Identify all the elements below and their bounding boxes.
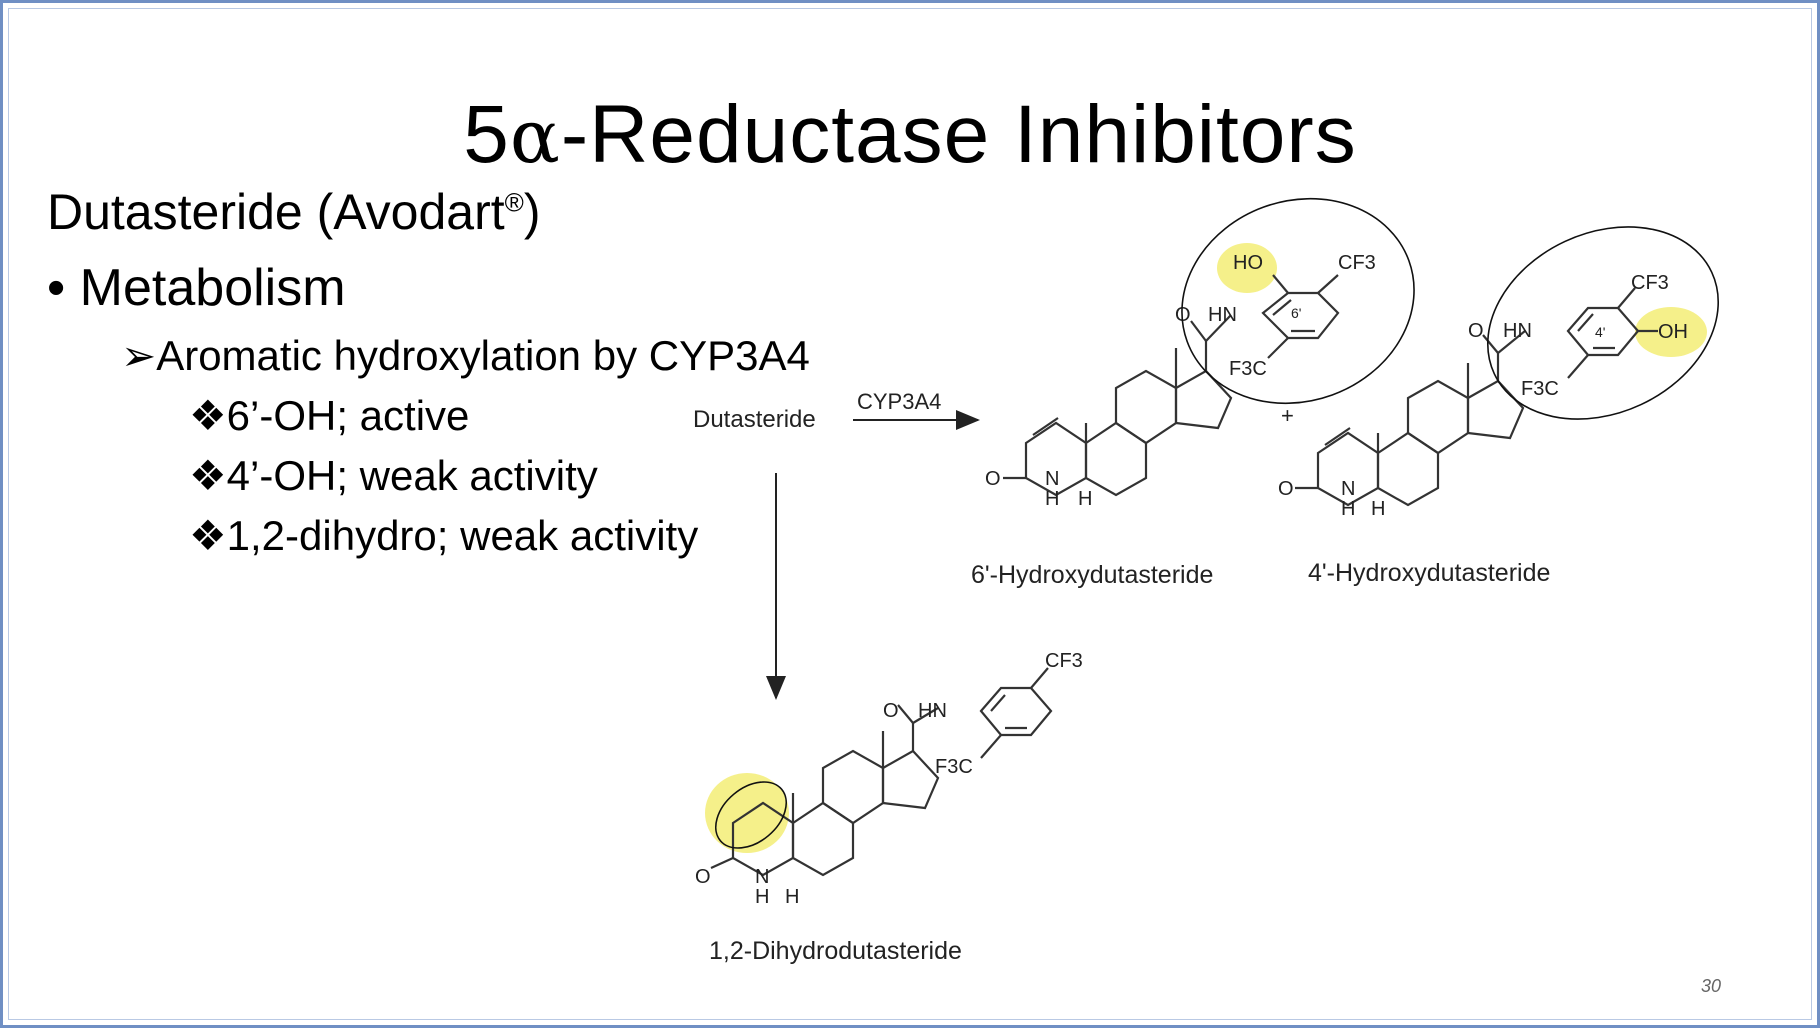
bullet-6oh-text: 6’-OH; active (226, 392, 470, 439)
bullet-dot: • (47, 259, 66, 317)
amide-nh (1205, 314, 1232, 342)
bullet-dihydro: ❖1,2-dihydro; weak activity (189, 511, 698, 560)
amide-co (1482, 334, 1499, 354)
bullet-diamond-marker: ❖ (189, 512, 227, 559)
atom-cf3: CF3 (1631, 272, 1669, 294)
highlight-oh (1635, 307, 1707, 357)
aryl-cf3-bond (1617, 287, 1636, 309)
atom-h-alpha: H (1078, 488, 1092, 510)
atom-hn: HN (1503, 320, 1532, 342)
aryl-double-1 (1272, 299, 1292, 316)
title-rest: -Reductase Inhibitors (560, 89, 1357, 180)
amide-nh (912, 707, 939, 724)
amide-co (897, 704, 914, 724)
slide-frame (8, 8, 1812, 1020)
compound-6-hydroxy-name: 6'-Hydroxydutasteride (971, 561, 1213, 589)
circle-6-hydroxy (1181, 197, 1415, 405)
bullet-4oh: ❖4’-OH; weak activity (189, 451, 598, 500)
highlight-group (705, 243, 1707, 853)
atom-o-amide: O (883, 700, 899, 722)
atom-o-amide: O (1468, 320, 1484, 342)
bullet-hydroxylation-text: Aromatic hydroxylation by CYP3A4 (156, 332, 810, 379)
double-bond-a (1324, 427, 1351, 446)
bullet-6oh: ❖6’-OH; active (189, 391, 469, 440)
atom-cf3: CF3 (1045, 650, 1083, 672)
drug-heading: Dutasteride (Avodart®) (47, 183, 540, 241)
circle-12-bond (714, 781, 788, 849)
metabolism-scheme: Dutasteride CYP3A4 + (693, 197, 1720, 965)
ring-b (1376, 431, 1440, 507)
labels-4-hydroxy: O N H H O HN CF3 OH F3C 4' (1278, 272, 1688, 520)
atom-n: N (1341, 478, 1355, 500)
bullet-metabolism: • Metabolism (47, 258, 346, 318)
atom-f3c: F3C (1521, 378, 1559, 400)
atom-h: H (1341, 498, 1355, 520)
atom-o: O (695, 866, 711, 888)
aryl-oh-bond (1272, 274, 1289, 294)
atom-f3c: F3C (1229, 358, 1267, 380)
atom-h-alpha: H (785, 886, 799, 908)
atom-ho: HO (1233, 252, 1263, 274)
registered-mark: ® (504, 187, 524, 218)
atom-n: N (755, 866, 769, 888)
drug-heading-text: Dutasteride (Avodart (47, 184, 505, 240)
compound-dihydro-name: 1,2-Dihydrodutasteride (709, 937, 962, 965)
amide-co (1190, 320, 1207, 342)
aryl-f3c-bond (980, 734, 1002, 759)
bullet-arrow-marker: ➢ (121, 332, 157, 379)
bullet-metabolism-text: Metabolism (79, 259, 346, 317)
circle-4-hydroxy (1486, 226, 1720, 420)
atom-h: H (755, 886, 769, 908)
structure-4-hydroxy (1295, 287, 1658, 507)
page-number: 30 (1700, 976, 1721, 996)
atom-h-alpha: H (1371, 498, 1385, 520)
title-prefix: 5 (463, 89, 510, 180)
bullet-diamond-marker: ❖ (189, 392, 227, 439)
slide-title: 5α-Reductase Inhibitors (3, 88, 1817, 182)
plus-sign: + (1281, 403, 1294, 428)
aryl-f3c-bond (1567, 354, 1589, 379)
ring-b (791, 801, 855, 877)
labels-dihydro: O N H H O HN CF3 F3C (695, 650, 1083, 908)
structure-dihydro (710, 667, 1053, 877)
bullet-diamond-marker: ❖ (189, 452, 227, 499)
title-alpha: α (509, 94, 561, 180)
drug-heading-close: ) (523, 184, 541, 240)
aryl-cf3-bond (1317, 274, 1339, 294)
ring-c (1406, 379, 1470, 455)
ring-b (1084, 421, 1148, 497)
structure-6-hydroxy (1003, 274, 1340, 497)
ring-d (1466, 379, 1525, 440)
atom-f3c: F3C (935, 756, 973, 778)
aryl-f3c-bond (1267, 337, 1289, 359)
start-label: Dutasteride (693, 406, 816, 433)
atom-cf3: CF3 (1338, 252, 1376, 274)
aryl-double-1 (1577, 313, 1594, 332)
atom-hn: HN (918, 700, 947, 722)
atom-o: O (1278, 478, 1294, 500)
position-4: 4' (1595, 324, 1605, 340)
amide-nh (1497, 330, 1526, 354)
lactam-co (710, 856, 734, 870)
compound-4-hydroxy-name: 4'-Hydroxydutasteride (1308, 559, 1550, 587)
atom-n: N (1045, 468, 1059, 490)
enzyme-label: CYP3A4 (857, 389, 941, 414)
position-6: 6' (1291, 305, 1301, 321)
bullet-4oh-text: 4’-OH; weak activity (226, 452, 598, 499)
atom-hn: HN (1208, 304, 1237, 326)
atom-o: O (985, 468, 1001, 490)
atom-oh: OH (1658, 321, 1688, 343)
ring-d (881, 749, 940, 810)
atom-h: H (1045, 488, 1059, 510)
bullet-hydroxylation: ➢Aromatic hydroxylation by CYP3A4 (121, 331, 810, 380)
highlight-ho (1217, 243, 1277, 293)
bullet-dihydro-text: 1,2-dihydro; weak activity (226, 512, 699, 559)
ring-c (1114, 369, 1178, 445)
aryl-double-1 (990, 694, 1006, 712)
ring-d (1174, 369, 1233, 430)
double-bond-a (1032, 417, 1059, 436)
aryl-cf3-bond (1030, 667, 1049, 689)
ring-c (821, 749, 885, 825)
